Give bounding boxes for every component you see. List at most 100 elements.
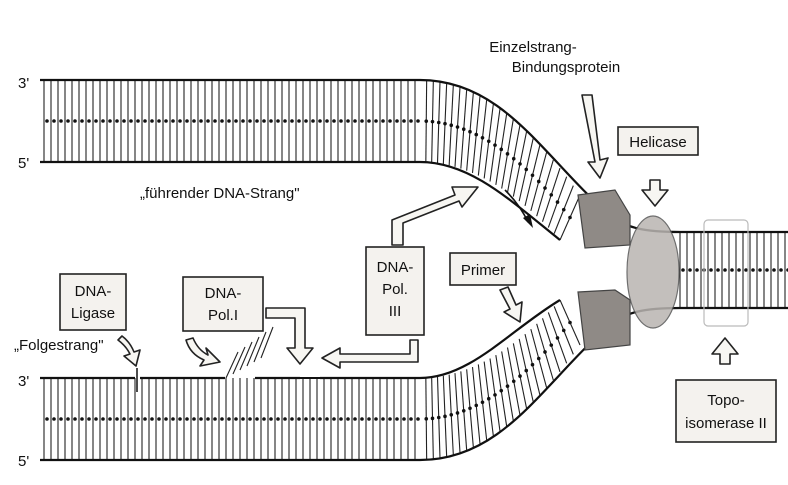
base-pair-dot <box>206 417 210 421</box>
base-pair-dot <box>512 380 516 384</box>
base-pair-dot <box>499 389 503 393</box>
pol1-label-line1: DNA- <box>205 285 242 302</box>
base-pair-dot <box>474 404 478 408</box>
pol3-arrow-up-icon <box>392 187 478 245</box>
lagging-strand-label: „Folgestrang" <box>14 337 104 354</box>
base-pair-dot <box>52 119 56 123</box>
topo-arrow-icon <box>712 338 738 364</box>
okazaki-rung <box>240 342 252 370</box>
base-pair-dot <box>171 119 175 123</box>
base-pair-dot <box>108 417 112 421</box>
base-pair-dot <box>73 119 77 123</box>
base-pair-dot <box>381 417 385 421</box>
base-pair-dot <box>424 119 428 123</box>
base-pair-dot <box>443 122 447 126</box>
helicase-arrow-icon <box>642 180 668 206</box>
base-pair-dot <box>185 119 189 123</box>
base-pair-dot <box>269 119 273 123</box>
base-pair-dot <box>304 417 308 421</box>
base-pair-dot <box>192 119 196 123</box>
base-pair-dot <box>543 186 547 190</box>
base-pair-dot <box>360 417 364 421</box>
base-pair-dot <box>716 268 720 272</box>
base-pair-dot <box>499 148 503 152</box>
okazaki-rung <box>226 352 238 378</box>
base-pair-dot <box>241 119 245 123</box>
helicase-label: Helicase <box>629 134 687 151</box>
base-pair-dot <box>481 136 485 140</box>
base-pair-dot <box>290 119 294 123</box>
base-pair-dot <box>562 208 566 212</box>
base-pair-dot <box>360 119 364 123</box>
pol3-label-line2: Pol. <box>382 281 408 298</box>
base-pair-dot <box>402 119 406 123</box>
base-pair-dot <box>276 417 280 421</box>
topoisomerase-outline <box>704 220 748 326</box>
primer-arrow-icon <box>500 287 522 322</box>
base-pair-dot <box>367 119 371 123</box>
base-pair-dot <box>443 415 447 419</box>
leading-strand-label: „führender DNA-Strang" <box>140 185 300 202</box>
base-pair-dot <box>241 417 245 421</box>
base-pair-dot <box>80 119 84 123</box>
base-pair-dot <box>474 133 478 137</box>
base-pair-dot <box>556 336 560 340</box>
base-pair-dot <box>66 119 70 123</box>
primer-label: Primer <box>461 262 505 279</box>
pol1-curved-arrow-icon <box>186 338 220 366</box>
base-pair-dot <box>772 268 776 272</box>
base-pair-dot <box>751 268 755 272</box>
base-pair-dot <box>765 268 769 272</box>
base-pair-dot <box>262 119 266 123</box>
base-pair-dot <box>709 268 713 272</box>
base-pair-dot <box>185 417 189 421</box>
base-pair-dot <box>688 268 692 272</box>
base-pair-dot <box>255 417 259 421</box>
pol3-arrow-down-icon <box>322 340 418 368</box>
base-pair-dot <box>695 268 699 272</box>
base-pair-dot <box>248 417 252 421</box>
base-pair-dot <box>206 119 210 123</box>
base-pair-dot <box>549 343 553 347</box>
ssb-protein-top <box>578 190 630 248</box>
base-pair-dot <box>318 119 322 123</box>
base-pair-dot <box>730 268 734 272</box>
base-pair-dot <box>568 216 572 220</box>
base-pair-dot <box>456 411 460 415</box>
base-pair-dot <box>562 329 566 333</box>
base-pair-dot <box>234 119 238 123</box>
base-pair-dot <box>143 119 147 123</box>
base-pair-dot <box>506 152 510 156</box>
end-label-3-top: 3' <box>18 75 29 92</box>
base-pair-dot <box>269 417 273 421</box>
base-pair-dot <box>493 393 497 397</box>
base-pair-dot <box>449 413 453 417</box>
base-pair-dot <box>512 157 516 161</box>
base-pair-dot <box>681 268 685 272</box>
end-label-5-bottom: 5' <box>18 453 29 470</box>
base-pair-dot <box>325 119 329 123</box>
pol3-label-line1: DNA- <box>377 259 414 276</box>
base-pair-dot <box>178 119 182 123</box>
base-pair-dot <box>73 417 77 421</box>
base-pair-dot <box>381 119 385 123</box>
base-pair-dot <box>346 417 350 421</box>
base-pair-dot <box>94 119 98 123</box>
base-pair-dot <box>487 139 491 143</box>
base-pair-dot <box>101 417 105 421</box>
base-pair-dot <box>150 417 154 421</box>
base-pair-dot <box>416 417 420 421</box>
base-pair-dot <box>779 268 783 272</box>
base-pair-dot <box>87 119 91 123</box>
base-pair-dot <box>468 130 472 134</box>
base-pair-dot <box>543 350 547 354</box>
base-pair-dot <box>431 120 435 124</box>
base-pair-dot <box>556 200 560 204</box>
end-label-5-top: 5' <box>18 155 29 172</box>
base-pair-dot <box>164 417 168 421</box>
base-pair-dot <box>468 406 472 410</box>
base-pair-dot <box>129 119 133 123</box>
base-pair-dot <box>374 417 378 421</box>
base-pair-dot <box>374 119 378 123</box>
base-pair-dot <box>506 384 510 388</box>
